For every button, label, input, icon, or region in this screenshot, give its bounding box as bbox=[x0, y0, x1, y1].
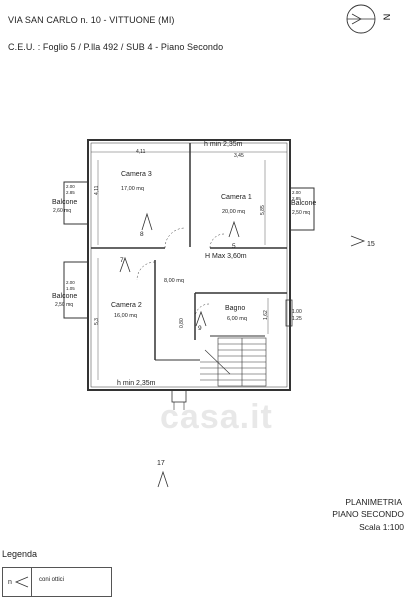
room-camera3-name: Camera 3 bbox=[121, 171, 152, 178]
balcone-right-area: 2,50 mq bbox=[292, 210, 310, 216]
height-max: H Max 3,60m bbox=[205, 253, 247, 260]
view-label-17: 17 bbox=[157, 460, 165, 467]
legend-title: Legenda bbox=[2, 549, 38, 559]
dim-d4: 5,85 bbox=[260, 205, 266, 215]
door-camera2 bbox=[136, 261, 156, 281]
view-label-9: 9 bbox=[198, 325, 202, 332]
height-min-top: h min 2,35m bbox=[204, 141, 243, 148]
balcone-left-bottom bbox=[63, 261, 89, 319]
dim-d1: 4,11 bbox=[136, 149, 146, 155]
room-camera1-area: 20,00 mq bbox=[222, 209, 245, 215]
room-bagno-area: 6,00 mq bbox=[227, 316, 247, 322]
view-cone-5 bbox=[228, 220, 240, 238]
balcone-left-top bbox=[63, 181, 89, 225]
room-camera2-name: Camera 2 bbox=[111, 302, 142, 309]
balcone-left-bottom-dim1: 2.00 bbox=[66, 280, 75, 285]
address: VIA SAN CARLO n. 10 - VITTUONE (MI) bbox=[8, 15, 175, 25]
staircase bbox=[200, 337, 267, 387]
view-cone-15 bbox=[350, 235, 366, 247]
view-cone-8 bbox=[141, 212, 153, 231]
view-cone-17 bbox=[157, 470, 169, 488]
balcone-left-top-area: 2,60 mq bbox=[53, 208, 71, 214]
door-bagno bbox=[194, 303, 210, 319]
dim-window: 1.00 bbox=[292, 309, 302, 315]
planimetria-title: PLANIMETRIA bbox=[345, 497, 402, 507]
room-camera1-name: Camera 1 bbox=[221, 194, 252, 201]
view-label-15: 15 bbox=[367, 241, 375, 248]
balcone-left-bottom-area: 2,50 mq bbox=[55, 302, 73, 308]
view-label-5: 5 bbox=[232, 243, 236, 250]
view-cone-icon bbox=[14, 576, 29, 588]
watermark: casa.it bbox=[160, 398, 273, 436]
balcone-right-name: Balcone bbox=[291, 200, 316, 207]
door-camera1 bbox=[209, 233, 225, 249]
window-bagno bbox=[285, 299, 293, 327]
dim-d3: 4,11 bbox=[94, 185, 100, 195]
room-camera3-area: 17,00 mq bbox=[121, 186, 144, 192]
legend-symbol: n bbox=[5, 568, 32, 596]
view-cone-9 bbox=[195, 310, 207, 327]
compass-label: N bbox=[382, 14, 392, 21]
legend-symbol-letter: n bbox=[8, 579, 12, 586]
view-cone-7 bbox=[119, 256, 131, 273]
balcone-right-dim1: 2.00 bbox=[292, 190, 301, 195]
dim-d2: 3,45 bbox=[234, 153, 244, 159]
view-label-7: 7 bbox=[120, 257, 124, 264]
compass-icon bbox=[344, 2, 378, 36]
balcone-left-top-dim2: 2.85 bbox=[66, 190, 75, 195]
balcone-left-top-name: Balcone bbox=[52, 199, 77, 206]
dim-d5: 5,3 bbox=[94, 318, 100, 325]
svg-text:N: N bbox=[382, 14, 392, 21]
door-camera3 bbox=[164, 227, 186, 249]
balcone-right bbox=[289, 187, 315, 231]
planimetria-scale: Scala 1:100 bbox=[359, 522, 404, 532]
dim-d6: 1,62 bbox=[263, 310, 269, 320]
legend-box: n coni ottici bbox=[2, 567, 112, 597]
view-label-8: 8 bbox=[140, 231, 144, 238]
legend-text: coni ottici bbox=[39, 577, 65, 583]
dim-window2: 1.25 bbox=[292, 316, 302, 322]
room-camera2-area: 16,00 mq bbox=[114, 313, 137, 319]
room-bagno-name: Bagno bbox=[225, 305, 245, 312]
balcone-left-top-dim1: 2.00 bbox=[66, 184, 75, 189]
room-disimpegno-area: 8,00 mq bbox=[164, 278, 184, 284]
outer-wall bbox=[87, 139, 291, 391]
entrance bbox=[171, 389, 187, 403]
dim-door: 0,80 bbox=[179, 318, 185, 328]
balcone-left-bottom-dim2: 1.05 bbox=[66, 286, 75, 291]
height-min-bottom: h min 2,35m bbox=[117, 380, 156, 387]
balcone-left-bottom-name: Balcone bbox=[52, 293, 77, 300]
cadastral-reference: C.E.U. : Foglio 5 / P.lla 492 / SUB 4 - … bbox=[8, 42, 224, 52]
planimetria-floor: PIANO SECONDO bbox=[332, 509, 404, 519]
balcone-right-dim2: 2.85 bbox=[292, 196, 301, 201]
